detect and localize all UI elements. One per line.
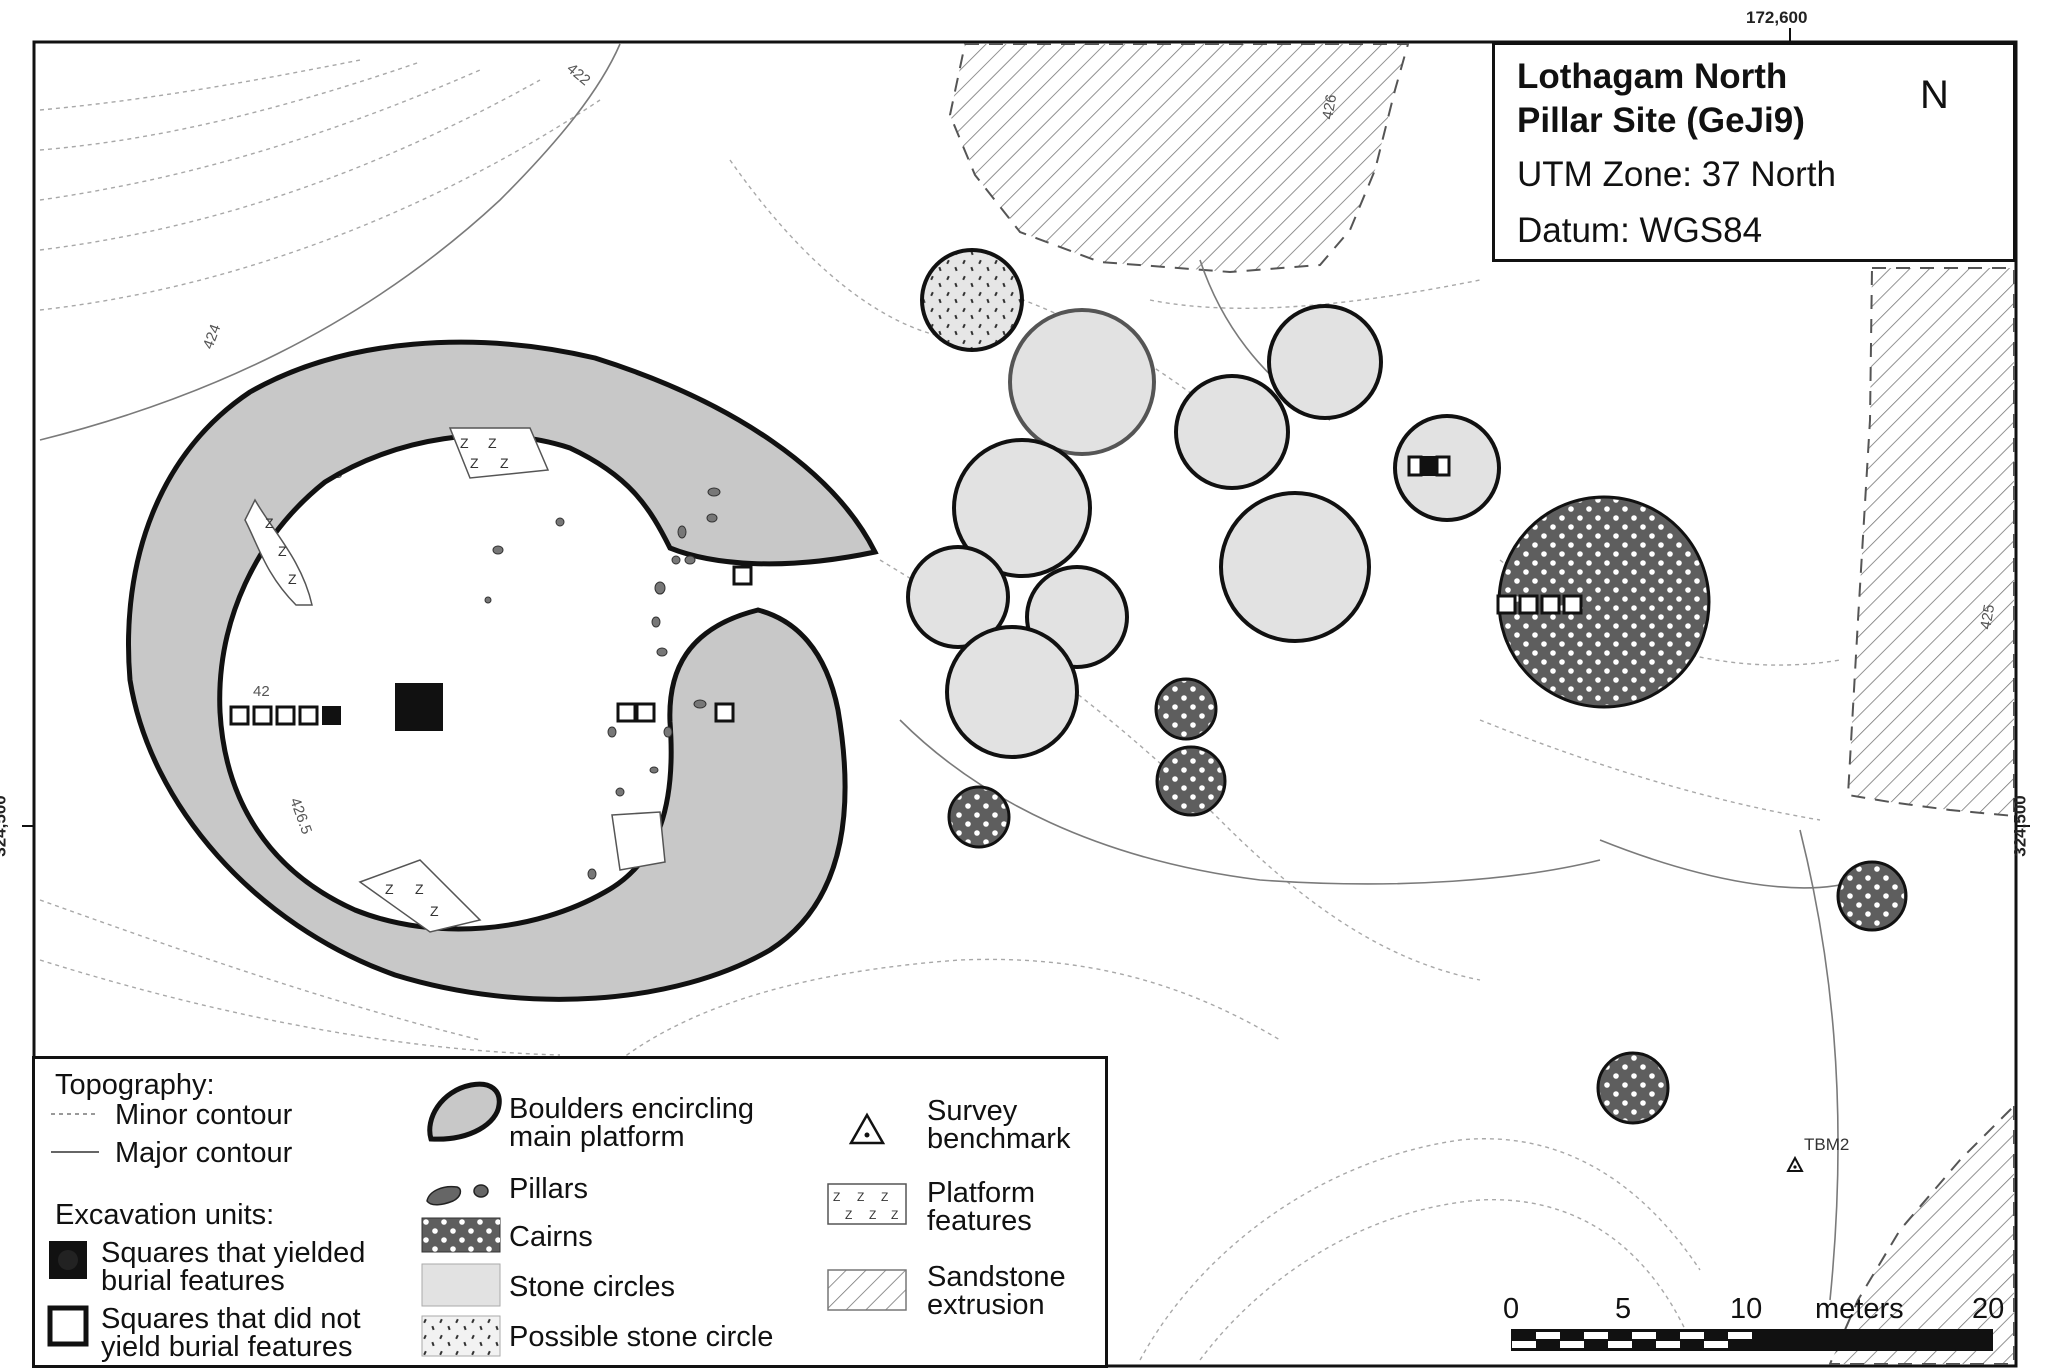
cairn <box>1155 745 1227 817</box>
legend-pillars: Pillars <box>509 1173 588 1205</box>
legend-sandstone-symbol <box>827 1269 907 1311</box>
legend-boulders-1: Boulders encircling <box>509 1093 755 1125</box>
legend-boulders-2: main platform <box>509 1121 685 1153</box>
utm-zone: UTM Zone: 37 North <box>1517 155 1836 194</box>
legend-sandstone-2: extrusion <box>927 1289 1045 1321</box>
stone-circle <box>945 625 1079 759</box>
legend-sandstone-1: Sandstone <box>927 1261 1066 1293</box>
platform-feature-glyph: Z <box>385 881 394 897</box>
excavation-squares-burial <box>322 456 1437 731</box>
scale-tick-10: 10 <box>1730 1293 1763 1325</box>
svg-text:Z: Z <box>869 1208 876 1222</box>
easting-grid-label: 172,600 <box>1746 8 1808 27</box>
scale-tick-5: 5 <box>1615 1293 1632 1325</box>
platform-feature-glyph: Z <box>500 455 509 471</box>
legend-minor-contour: Minor contour <box>115 1099 293 1131</box>
cairns <box>947 495 1908 1125</box>
benchmark-label: TBM2 <box>1804 1135 1849 1154</box>
legend-topography-heading: Topography: <box>55 1069 215 1101</box>
platform-feature-glyph: Z <box>288 571 297 587</box>
cairn <box>1154 677 1218 741</box>
legend-survey-benchmark-symbol <box>848 1112 886 1145</box>
survey-benchmark-icon <box>1786 1155 1804 1172</box>
legend-platform-1: Platform <box>927 1177 1035 1209</box>
platform-feature-glyph: Z <box>460 435 469 451</box>
legend-burial-yes-1: Squares that yielded <box>101 1237 366 1269</box>
map-title: Lothagam North <box>1517 57 1788 96</box>
stone-circle <box>952 438 1092 578</box>
platform-feature-glyph: Z <box>265 515 274 531</box>
pillars <box>484 487 721 880</box>
excavation-squares-no-burial <box>229 455 1583 726</box>
stone-circle <box>1008 308 1156 456</box>
legend-minor-contour-symbol <box>51 1113 99 1115</box>
scale-tick-0: 0 <box>1503 1293 1520 1325</box>
scale-unit: meters <box>1815 1293 1904 1325</box>
legend-survey-1: Survey <box>927 1095 1018 1127</box>
contour-label: 42 <box>253 683 270 700</box>
scale-tick-20: 20 <box>1972 1293 2005 1325</box>
platform-feature-glyph: Z <box>470 455 479 471</box>
legend-survey-2: benchmark <box>927 1123 1071 1155</box>
contour-label: 426 <box>1319 93 1340 121</box>
legend-pillars-symbol <box>426 1184 489 1206</box>
legend-boulders-symbol <box>427 1081 502 1142</box>
platform-features: Z Z Z Z Z Z Z Z Z Z <box>244 427 666 933</box>
legend-cairns-symbol <box>421 1217 501 1253</box>
legend-cairns: Cairns <box>509 1221 593 1253</box>
legend-burial-no-1: Squares that did not <box>101 1303 361 1335</box>
legend-burial-yes-2: burial features <box>101 1265 285 1297</box>
title-block: Lothagam North Pillar Site (GeJi9) UTM Z… <box>1492 42 2016 262</box>
boulders-encircling-main-platform <box>126 339 879 1002</box>
legend-stone-circles: Stone circles <box>509 1271 676 1303</box>
sandstone-extrusions <box>948 43 2015 1365</box>
legend-excavation-heading: Excavation units: <box>55 1199 275 1231</box>
legend-burial-no-2: yield burial features <box>101 1331 353 1363</box>
svg-text:Z: Z <box>833 1190 840 1204</box>
northing-grid-label-right: 324,500 <box>2010 795 2030 857</box>
legend-major-contour-symbol <box>51 1151 99 1153</box>
map-subtitle: Pillar Site (GeJi9) <box>1517 101 1805 140</box>
contour-label: 425 <box>1977 603 1998 631</box>
datum: Datum: WGS84 <box>1517 211 1763 250</box>
platform-feature-glyph: Z <box>278 543 287 559</box>
stone-circle <box>1174 374 1290 490</box>
svg-text:Z: Z <box>891 1208 898 1222</box>
legend-possible-stone-circle-symbol <box>421 1315 501 1357</box>
northing-grid-label-left: 324,500 <box>0 795 10 857</box>
platform-feature-glyph: Z <box>415 881 424 897</box>
stone-circle <box>906 545 1010 649</box>
cairn <box>1497 495 1711 709</box>
cairn <box>1596 1051 1670 1125</box>
svg-text:Z: Z <box>881 1190 888 1204</box>
scale-bar <box>1511 1329 1993 1351</box>
legend-no-burial-square-symbol <box>47 1305 89 1347</box>
stone-circles <box>906 304 1501 759</box>
legend-stone-circles-symbol <box>421 1263 501 1307</box>
stone-circle <box>1267 304 1383 420</box>
north-label: N <box>1920 73 1949 117</box>
map-legend: Topography: Minor contour Major contour … <box>32 1056 1108 1368</box>
cairn <box>947 785 1011 849</box>
platform-feature-glyph: Z <box>488 435 497 451</box>
legend-platform-2: features <box>927 1205 1032 1237</box>
svg-text:Z: Z <box>845 1208 852 1222</box>
stone-circle <box>1219 491 1371 643</box>
platform-feature-glyph: Z <box>430 903 439 919</box>
legend-major-contour: Major contour <box>115 1137 293 1169</box>
cairn <box>1836 860 1908 932</box>
svg-text:Z: Z <box>857 1190 864 1204</box>
legend-possible-stone-circle: Possible stone circle <box>509 1321 774 1353</box>
legend-burial-square-symbol <box>49 1241 87 1279</box>
